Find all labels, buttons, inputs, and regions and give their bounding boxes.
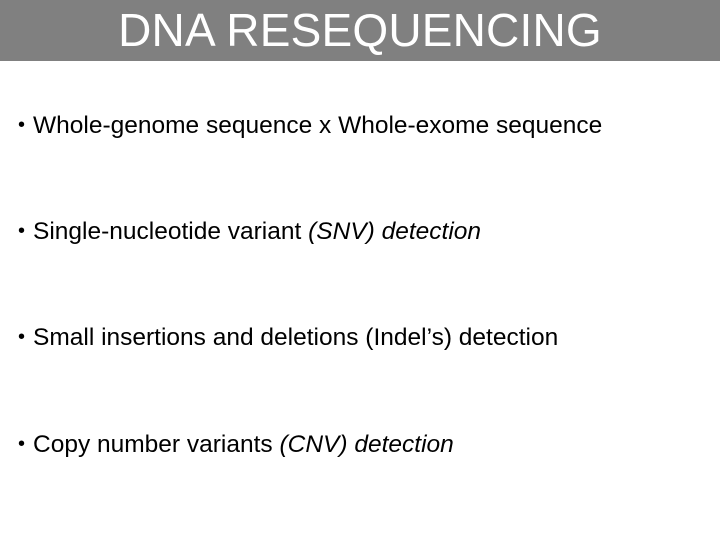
list-item: • Copy number variants (CNV) detection	[18, 431, 708, 458]
list-item-text: Single-nucleotide variant (SNV) detectio…	[33, 218, 481, 245]
text-run: Single-nucleotide variant	[33, 218, 309, 245]
bullet-point-icon: •	[18, 326, 26, 348]
bullet-list: • Whole-genome sequence x Whole-exome se…	[0, 61, 720, 540]
list-item: • Single-nucleotide variant (SNV) detect…	[18, 218, 708, 245]
list-item: • Small insertions and deletions (Indel’…	[18, 324, 708, 351]
list-item-text: Copy number variants (CNV) detection	[33, 431, 454, 458]
bullet-point-icon: •	[18, 433, 26, 455]
text-run: Copy number variants	[33, 431, 280, 458]
bullet-point-icon: •	[18, 220, 26, 242]
title-band: DNA RESEQUENCING	[0, 0, 720, 61]
bullet-point-icon: •	[18, 114, 26, 136]
text-run-emphasis: (CNV) detection	[279, 431, 454, 458]
text-run: Small insertions and deletions (Indel’s)…	[33, 324, 559, 351]
list-item-text: Small insertions and deletions (Indel’s)…	[33, 324, 558, 351]
page-title: DNA RESEQUENCING	[118, 3, 602, 56]
text-run-emphasis: (SNV) detection	[308, 218, 482, 245]
list-item-text: Whole-genome sequence x Whole-exome sequ…	[33, 112, 602, 139]
text-run: Whole-genome sequence x Whole-exome sequ…	[33, 112, 603, 139]
list-item: • Whole-genome sequence x Whole-exome se…	[18, 112, 708, 139]
